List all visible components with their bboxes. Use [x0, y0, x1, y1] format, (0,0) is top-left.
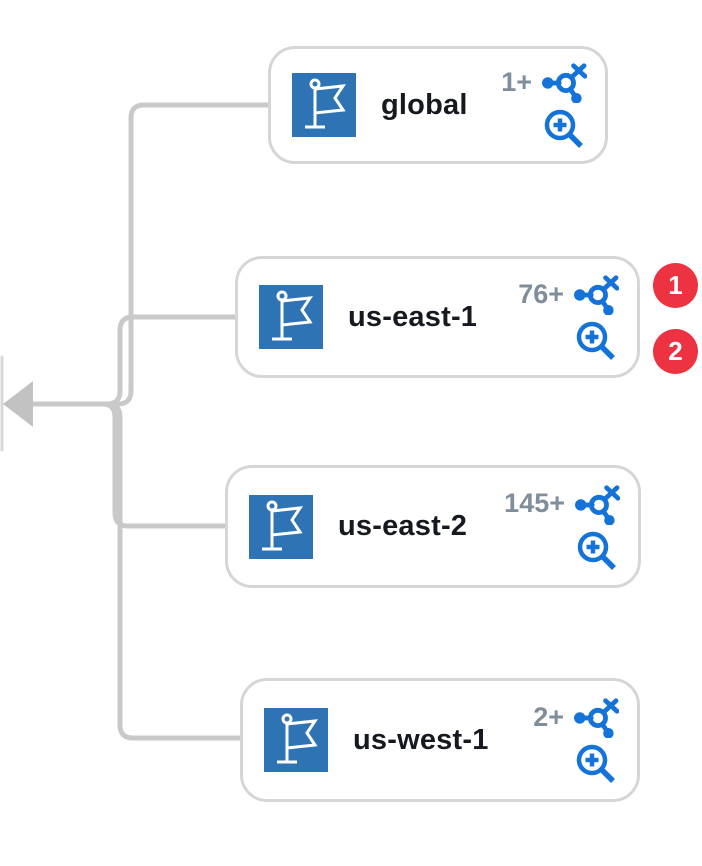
- node-label: us-east-1: [348, 300, 478, 333]
- edge-global: [30, 102, 270, 407]
- expand-connections-icon[interactable]: [574, 483, 620, 525]
- node-actions: 145+: [504, 483, 620, 571]
- node-actions: 2+: [533, 696, 619, 784]
- node-actions: 1+: [501, 61, 587, 149]
- zoom-in-icon[interactable]: [575, 743, 616, 784]
- annotation-badge-1: 1: [653, 263, 698, 308]
- connection-count: 76+: [518, 278, 564, 309]
- edge-us-east-1: [30, 314, 238, 407]
- zoom-in-icon[interactable]: [575, 320, 616, 361]
- node-actions: 76+: [518, 273, 619, 361]
- node-us-east-1[interactable]: us-east-1 76+: [235, 256, 640, 378]
- expand-connections-icon[interactable]: [573, 696, 619, 738]
- connection-count: 2+: [533, 701, 564, 732]
- region-flag-icon: [249, 494, 313, 559]
- expand-connections-icon[interactable]: [541, 61, 587, 103]
- connection-count: 1+: [501, 66, 532, 97]
- region-flag-icon: [264, 708, 328, 772]
- node-global[interactable]: global 1+: [268, 46, 608, 164]
- region-flag-icon: [292, 73, 356, 137]
- expand-connections-icon[interactable]: [573, 273, 619, 315]
- left-arrow-icon: [3, 381, 33, 427]
- node-label: us-east-2: [338, 510, 468, 542]
- zoom-in-icon[interactable]: [543, 108, 584, 149]
- node-label: global: [381, 88, 468, 121]
- region-flag-icon: [259, 285, 323, 349]
- node-us-east-2[interactable]: us-east-2 145+: [225, 465, 641, 588]
- annotation-badge-2: 2: [653, 329, 698, 374]
- edge-us-east-2: [30, 401, 228, 529]
- zoom-in-icon[interactable]: [576, 530, 617, 571]
- node-us-west-1[interactable]: us-west-1 2+: [240, 678, 640, 802]
- node-label: us-west-1: [353, 723, 489, 756]
- connection-count: 145+: [504, 488, 565, 518]
- edge-us-west-1: [30, 401, 243, 741]
